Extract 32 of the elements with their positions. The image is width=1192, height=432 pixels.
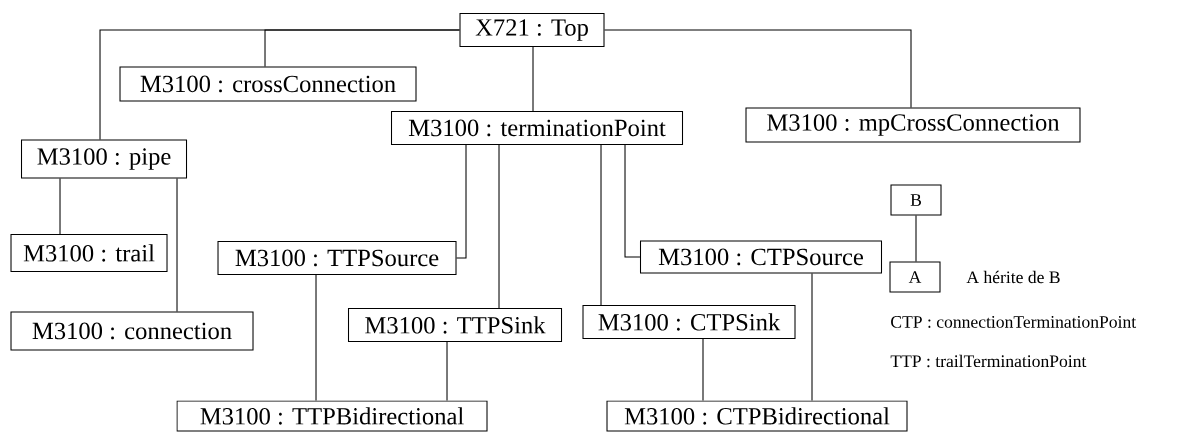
class-box: M3100 : CTPSource — [639, 240, 883, 274]
class-box: M3100 : TTPBidirectional — [176, 400, 488, 432]
connector-line — [176, 178, 178, 312]
class-box: X721 : Top — [459, 12, 605, 47]
class-box: M3100 : crossConnection — [119, 66, 417, 102]
class-box: M3100 : connection — [10, 311, 254, 351]
connector-line — [600, 144, 602, 306]
connector-line — [99, 29, 460, 140]
class-box: M3100 : CTPBidirectional — [606, 400, 908, 432]
class-box: M3100 : mpCrossConnection — [745, 107, 1081, 143]
connector-line — [446, 341, 448, 401]
connector-line — [498, 144, 500, 309]
connector-line — [915, 215, 917, 262]
class-box: M3100 : TTPSink — [348, 307, 563, 342]
note-text: TTP : trailTerminationPoint — [890, 354, 1087, 368]
connector-line — [456, 144, 467, 259]
class-box: M3100 : terminationPoint — [391, 110, 684, 145]
connector-line — [702, 338, 704, 401]
class-box: M3100 : trail — [10, 233, 168, 272]
connector-line — [315, 274, 317, 401]
connector-line — [59, 178, 61, 235]
legend-box: A — [889, 261, 941, 293]
class-box: M3100 : pipe — [21, 139, 188, 179]
class-box: M3100 : TTPSource — [217, 240, 457, 275]
connector-line — [624, 144, 641, 258]
connector-line — [604, 29, 912, 108]
class-box: M3100 : CTPSink — [582, 304, 796, 339]
connector-line — [532, 46, 534, 112]
legend-box: B — [890, 184, 942, 216]
note-text: CTP : connectionTerminationPoint — [891, 316, 1137, 328]
connector-line — [811, 273, 813, 401]
note-text: A hérite de B — [966, 270, 1060, 284]
